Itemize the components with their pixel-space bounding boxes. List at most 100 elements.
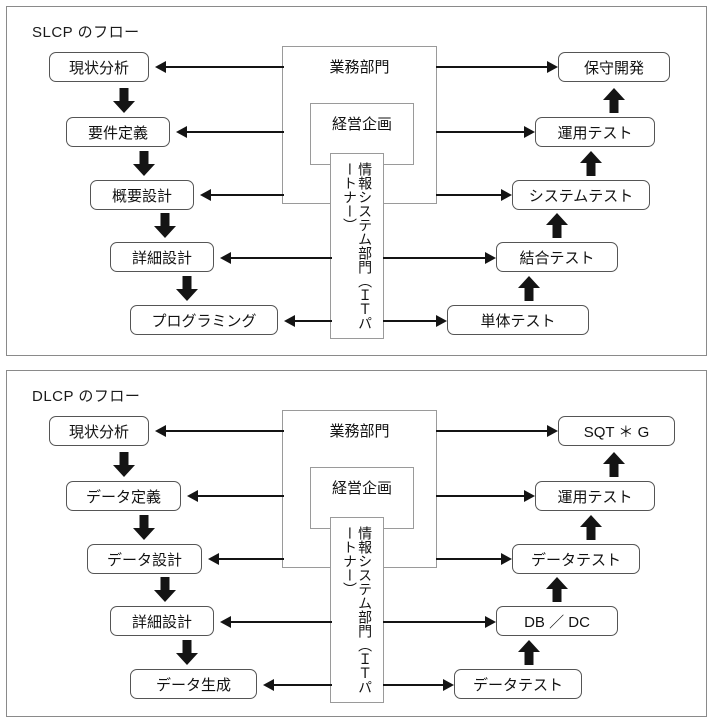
dlcp-conn-left-1: [198, 495, 284, 497]
dlcp-management-planning-label: 経営企画: [331, 480, 392, 497]
slcp-right-arrow-3-2: [546, 213, 568, 238]
dlcp-arrowhead-left-3: [220, 616, 231, 628]
dlcp-conn-right-1: [436, 495, 524, 497]
slcp-right-label-2: システムテスト: [528, 187, 634, 205]
dlcp-right-box-1: 運用テスト: [535, 481, 655, 511]
dlcp-conn-right-0: [436, 430, 547, 432]
dlcp-conn-right-3: [383, 621, 485, 623]
dlcp-arrowhead-right-2: [501, 553, 512, 565]
dlcp-right-arrow-4-3: [518, 640, 540, 665]
dlcp-left-label-4: データ生成: [155, 676, 231, 694]
dlcp-right-arrow-1-0: [603, 452, 625, 477]
dlcp-left-box-1: データ定義: [66, 481, 181, 511]
slcp-right-arrow-4-3: [518, 276, 540, 301]
slcp-arrowhead-right-1: [524, 126, 535, 138]
slcp-left-arrow-0-1: [113, 88, 135, 113]
slcp-right-box-0: 保守開発: [558, 52, 670, 82]
dlcp-left-label-2: データ設計: [106, 551, 182, 569]
slcp-conn-left-1: [187, 131, 284, 133]
slcp-arrowhead-left-4: [284, 315, 295, 327]
dlcp-left-label-3: 詳細設計: [131, 613, 192, 631]
dlcp-conn-right-2: [436, 558, 501, 560]
slcp-left-box-1: 要件定義: [66, 117, 170, 147]
dlcp-right-box-3: DB ／ DC: [496, 606, 618, 636]
slcp-left-box-4: プログラミング: [130, 305, 278, 335]
dlcp-it-department-label: 情報システム部門（ＩＴパートナー）: [342, 526, 374, 694]
dlcp-conn-left-0: [166, 430, 284, 432]
panel-dlcp: DLCP のフロー 業務部門 経営企画 情報システム部門（ＩＴパートナー） 現状…: [6, 370, 707, 717]
slcp-left-box-3: 詳細設計: [110, 242, 214, 272]
dlcp-arrowhead-right-4: [443, 679, 454, 691]
dlcp-arrowhead-left-0: [155, 425, 166, 437]
dlcp-left-arrow-3-4: [176, 640, 198, 665]
dlcp-arrowhead-left-1: [187, 490, 198, 502]
dlcp-left-arrow-0-1: [113, 452, 135, 477]
slcp-arrowhead-left-0: [155, 61, 166, 73]
slcp-right-box-3: 結合テスト: [496, 242, 618, 272]
dlcp-arrowhead-right-0: [547, 425, 558, 437]
slcp-it-department-label: 情報システム部門（ＩＴパートナー）: [342, 162, 374, 330]
slcp-right-arrow-2-1: [580, 151, 602, 176]
slcp-arrowhead-right-4: [436, 315, 447, 327]
dlcp-right-label-3: DB ／ DC: [524, 613, 590, 631]
dlcp-left-arrow-1-2: [133, 515, 155, 540]
slcp-right-box-1: 運用テスト: [535, 117, 655, 147]
slcp-left-box-2: 概要設計: [90, 180, 194, 210]
slcp-conn-right-0: [436, 66, 547, 68]
slcp-right-box-2: システムテスト: [512, 180, 650, 210]
slcp-left-arrow-3-4: [176, 276, 198, 301]
slcp-right-label-3: 結合テスト: [519, 249, 595, 267]
slcp-conn-left-3: [231, 257, 332, 259]
slcp-conn-right-2: [436, 194, 501, 196]
dlcp-left-label-0: 現状分析: [68, 423, 129, 441]
dlcp-conn-left-2: [219, 558, 284, 560]
dlcp-left-box-0: 現状分析: [49, 416, 149, 446]
dlcp-left-box-2: データ設計: [87, 544, 202, 574]
panel-slcp-title: SLCP のフロー: [32, 24, 140, 41]
dlcp-left-arrow-2-3: [154, 577, 176, 602]
dlcp-right-box-0: SQT ＊ G: [558, 416, 675, 446]
dlcp-arrowhead-left-4: [263, 679, 274, 691]
slcp-conn-left-0: [166, 66, 284, 68]
slcp-conn-right-3: [383, 257, 485, 259]
dlcp-left-label-1: データ定義: [85, 488, 161, 506]
slcp-right-label-1: 運用テスト: [557, 124, 633, 142]
dlcp-right-arrow-2-1: [580, 515, 602, 540]
slcp-right-label-4: 単体テスト: [480, 312, 556, 330]
slcp-it-department-box: 情報システム部門（ＩＴパートナー）: [330, 153, 384, 339]
slcp-conn-left-4: [295, 320, 332, 322]
dlcp-business-unit-label: 業務部門: [329, 423, 390, 440]
slcp-left-arrow-2-3: [154, 213, 176, 238]
dlcp-right-label-0: SQT ＊ G: [583, 423, 650, 441]
slcp-arrowhead-left-2: [200, 189, 211, 201]
slcp-arrowhead-right-3: [485, 252, 496, 264]
slcp-right-arrow-1-0: [603, 88, 625, 113]
dlcp-left-box-4: データ生成: [130, 669, 257, 699]
dlcp-right-label-2: データテスト: [530, 551, 621, 569]
dlcp-right-label-1: 運用テスト: [557, 488, 633, 506]
dlcp-right-label-4: データテスト: [472, 676, 563, 694]
slcp-left-arrow-1-2: [133, 151, 155, 176]
dlcp-right-box-4: データテスト: [454, 669, 582, 699]
slcp-arrowhead-left-1: [176, 126, 187, 138]
slcp-left-label-0: 現状分析: [68, 59, 129, 77]
dlcp-conn-left-4: [274, 684, 332, 686]
dlcp-arrowhead-right-3: [485, 616, 496, 628]
slcp-conn-right-1: [436, 131, 524, 133]
slcp-right-label-0: 保守開発: [583, 59, 644, 77]
dlcp-arrowhead-left-2: [208, 553, 219, 565]
dlcp-it-department-box: 情報システム部門（ＩＴパートナー）: [330, 517, 384, 703]
slcp-right-box-4: 単体テスト: [447, 305, 589, 335]
dlcp-right-box-2: データテスト: [512, 544, 640, 574]
slcp-arrowhead-right-0: [547, 61, 558, 73]
dlcp-conn-left-3: [231, 621, 332, 623]
slcp-left-label-1: 要件定義: [87, 124, 148, 142]
dlcp-right-arrow-3-2: [546, 577, 568, 602]
slcp-business-unit-label: 業務部門: [329, 59, 390, 76]
dlcp-left-box-3: 詳細設計: [110, 606, 214, 636]
panel-slcp: SLCP のフロー 業務部門 経営企画 情報システム部門（ＩＴパートナー） 現状…: [6, 6, 707, 356]
slcp-arrowhead-left-3: [220, 252, 231, 264]
slcp-conn-right-4: [383, 320, 436, 322]
slcp-left-label-2: 概要設計: [111, 187, 172, 205]
dlcp-conn-right-4: [383, 684, 443, 686]
